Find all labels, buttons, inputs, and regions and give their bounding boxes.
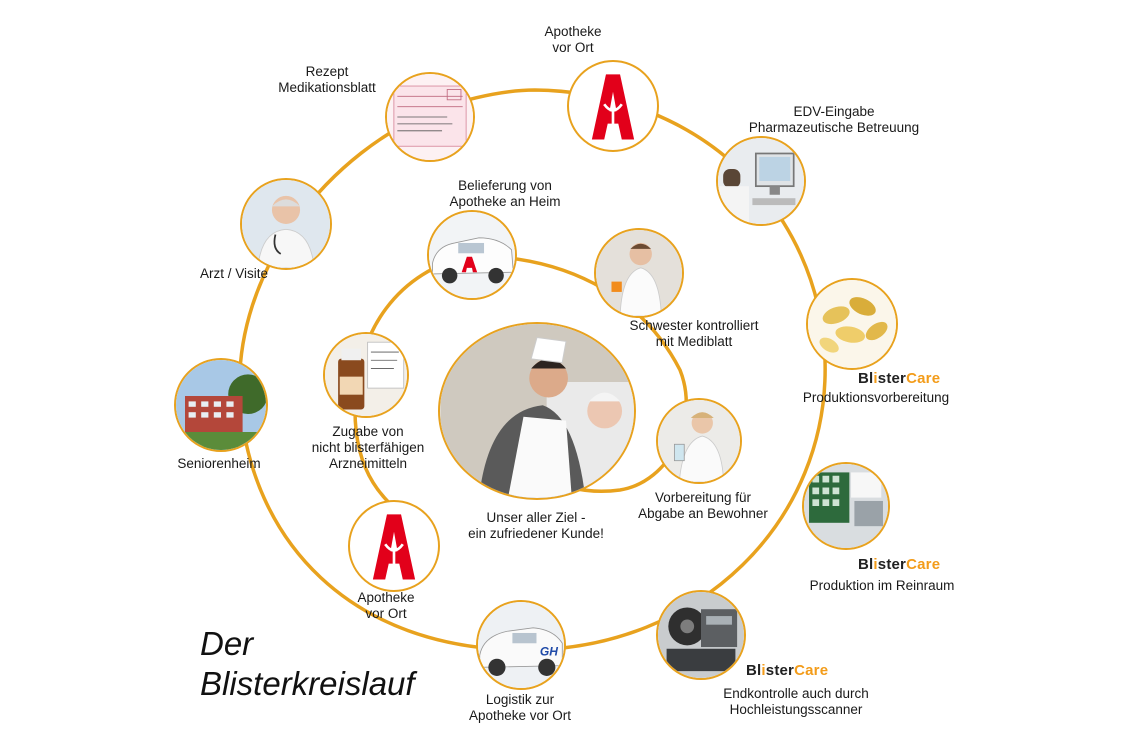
pharmacist-icon xyxy=(658,400,740,482)
label-produktionsvorbereitung: Produktionsvorbereitung xyxy=(803,390,949,406)
svg-text:GH: GH xyxy=(540,644,558,658)
nurse-icon xyxy=(596,230,682,316)
capsules-icon xyxy=(808,280,896,368)
label-arzt: Arzt / Visite xyxy=(200,266,268,282)
delivery-car-icon xyxy=(429,212,515,298)
cleanroom-machine-icon xyxy=(804,464,888,548)
logistics-car-icon: GH xyxy=(478,602,564,688)
medicine-bottle-icon xyxy=(325,334,407,416)
computer-workstation-icon xyxy=(718,138,804,224)
apotheke-a-icon xyxy=(350,502,438,590)
apotheke-a-icon xyxy=(569,62,657,150)
building-icon xyxy=(176,360,266,450)
blistercare-logo-1: BlisterCare xyxy=(858,370,940,387)
diagram-title: Der Blisterkreislauf xyxy=(200,624,415,704)
label-center: Unser aller Ziel -ein zufriedener Kunde! xyxy=(468,510,604,542)
reinraum-photo xyxy=(802,462,890,550)
seniorenheim-photo xyxy=(174,358,268,452)
endkontrolle-photo xyxy=(656,590,746,680)
logistik-photo: GH xyxy=(476,600,566,690)
prescription-form-icon xyxy=(387,74,473,160)
blistercare-logo-3: BlisterCare xyxy=(746,662,828,679)
blistercare-logo-2: BlisterCare xyxy=(858,556,940,573)
schwester-photo xyxy=(594,228,684,318)
vorbereitung-photo xyxy=(656,398,742,484)
zugabe-photo xyxy=(323,332,409,418)
nurse-with-patient-icon xyxy=(440,324,634,498)
produktionsvorbereitung-photo xyxy=(806,278,898,370)
label-seniorenheim: Seniorenheim xyxy=(177,456,260,472)
belieferung-photo xyxy=(427,210,517,300)
arzt-photo xyxy=(240,178,332,270)
rezept-photo xyxy=(385,72,475,162)
doctor-icon xyxy=(242,180,330,268)
edv-photo xyxy=(716,136,806,226)
apotheke-logo-top xyxy=(567,60,659,152)
label-reinraum: Produktion im Reinraum xyxy=(810,578,955,594)
apotheke-logo-bottom xyxy=(348,500,440,592)
center-photo xyxy=(438,322,636,500)
scanner-machine-icon xyxy=(658,592,744,678)
